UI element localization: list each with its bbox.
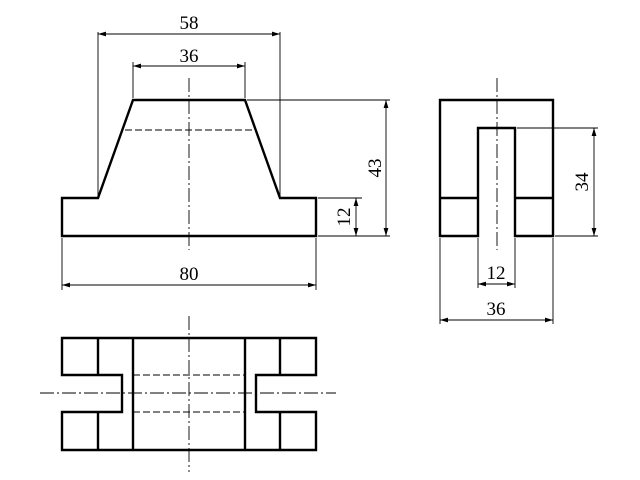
top-view — [40, 316, 336, 472]
dim-text-43: 43 — [365, 159, 386, 178]
dim-text-80: 80 — [180, 264, 199, 285]
dim-text-34: 34 — [572, 172, 593, 192]
front-view: 58 36 43 12 80 — [60, 13, 390, 290]
dim-text-36-side: 36 — [487, 299, 506, 320]
dim-text-58: 58 — [180, 13, 199, 34]
side-view-outline — [438, 98, 555, 238]
dim-text-12: 12 — [334, 208, 355, 227]
dim-text-36: 36 — [180, 46, 199, 67]
top-view-outline — [60, 336, 318, 452]
side-view: 34 12 36 — [438, 78, 598, 324]
front-view-outline — [60, 98, 318, 238]
dim-text-12-side: 12 — [487, 263, 506, 284]
